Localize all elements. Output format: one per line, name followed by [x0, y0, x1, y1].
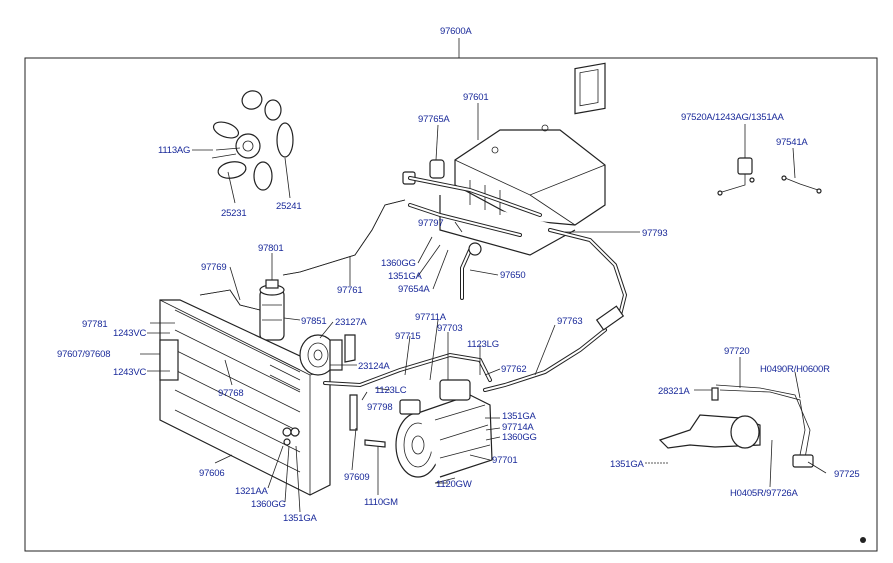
receiver-dryer-drawing [259, 279, 285, 341]
evaporator-unit-drawing [439, 62, 606, 256]
label-97711A[interactable]: 97711A [415, 312, 447, 323]
label-23127A[interactable]: 23127A [335, 317, 368, 328]
label-97797[interactable]: 97797 [418, 218, 444, 229]
label-97650[interactable]: 97650 [500, 270, 526, 281]
harness-drawing [781, 175, 822, 194]
label-25241[interactable]: 25241 [276, 201, 302, 212]
label-97607[interactable]: 97607/97608 [57, 349, 110, 360]
label-1113AG[interactable]: 1113AG [158, 145, 190, 156]
label-97720[interactable]: 97720 [724, 346, 750, 357]
label-1360GG-c[interactable]: 1360GG [251, 499, 286, 510]
label-97781[interactable]: 97781 [82, 319, 108, 330]
label-1243VC-b[interactable]: 1243VC [113, 367, 147, 378]
label-1123LG[interactable]: 1123LG [467, 339, 499, 350]
label-1351GA-a[interactable]: 1351GA [388, 271, 423, 282]
label-1360GG-b[interactable]: 1360GG [502, 432, 537, 443]
label-97763[interactable]: 97763 [557, 316, 583, 327]
corner-mark [860, 537, 866, 543]
label-97725[interactable]: 97725 [834, 469, 860, 480]
label-97701[interactable]: 97701 [492, 455, 518, 466]
label-97765A[interactable]: 97765A [418, 114, 451, 125]
switch-drawing [717, 157, 755, 196]
label-97793[interactable]: 97793 [642, 228, 668, 239]
label-1351GA-c[interactable]: 1351GA [283, 513, 318, 524]
label-1120GW[interactable]: 1120GW [436, 479, 472, 490]
leader-lines [140, 103, 827, 513]
compressor-drawing [395, 379, 493, 478]
label-97541A[interactable]: 97541A [776, 137, 809, 148]
label-1360GG-a[interactable]: 1360GG [381, 258, 416, 269]
label-97606[interactable]: 97606 [199, 468, 225, 479]
label-23124A[interactable]: 23124A [358, 361, 391, 372]
label-97761[interactable]: 97761 [337, 285, 363, 296]
label-97601[interactable]: 97601 [463, 92, 489, 103]
label-H0490R[interactable]: H0490R/H0600R [760, 364, 830, 375]
label-97762[interactable]: 97762 [501, 364, 527, 375]
label-1123LC[interactable]: 1123LC [375, 385, 407, 396]
label-97768[interactable]: 97768 [218, 388, 244, 399]
label-97715[interactable]: 97715 [395, 331, 421, 342]
label-H0405R[interactable]: H0405R/97726A [730, 488, 799, 499]
actuator-drawing [658, 384, 814, 468]
diagram-frame [24, 57, 878, 552]
assembly-label[interactable]: 97600A [440, 26, 473, 37]
label-97801[interactable]: 97801 [258, 243, 284, 254]
label-97769[interactable]: 97769 [201, 262, 227, 273]
label-97798[interactable]: 97798 [367, 402, 393, 413]
label-97851[interactable]: 97851 [301, 316, 327, 327]
label-28321A[interactable]: 28321A [658, 386, 691, 397]
label-1110GM[interactable]: 1110GM [364, 497, 398, 508]
label-97654A[interactable]: 97654A [398, 284, 431, 295]
label-97609[interactable]: 97609 [344, 472, 370, 483]
bracket-drawing [349, 394, 386, 448]
label-97520A[interactable]: 97520A/1243AG/1351AA [681, 112, 785, 123]
label-1321AA[interactable]: 1321AA [235, 486, 269, 497]
label-25231[interactable]: 25231 [221, 208, 247, 219]
label-1351GA-d[interactable]: 1351GA [610, 459, 645, 470]
label-1243VC-a[interactable]: 1243VC [113, 328, 147, 339]
label-97714A[interactable]: 97714A [502, 422, 535, 433]
condenser-drawing [159, 299, 331, 496]
label-1351GA-b[interactable]: 1351GA [502, 411, 537, 422]
fan-drawing [211, 90, 294, 191]
label-97703[interactable]: 97703 [437, 323, 463, 334]
idler-pulley-drawing [299, 334, 356, 376]
